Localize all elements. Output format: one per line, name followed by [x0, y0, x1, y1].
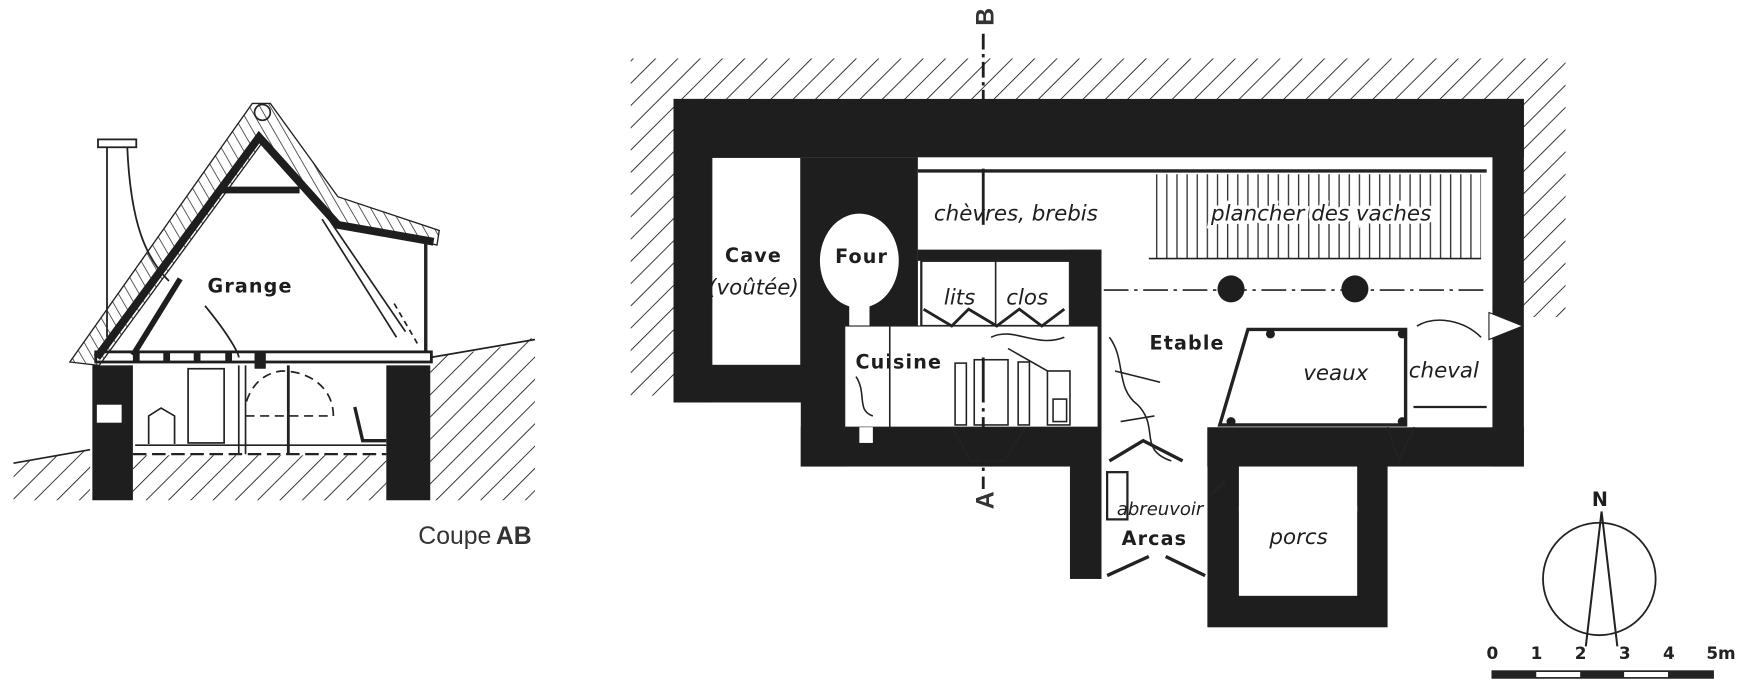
scale-bar: 0 1 2 3 4 5m [1486, 643, 1736, 679]
label-veaux: veaux [1303, 361, 1368, 386]
label-cave: Cave [725, 244, 782, 267]
columns [1217, 275, 1407, 427]
label-porcs: porcs [1268, 525, 1327, 550]
caption-bold: AB [496, 523, 532, 550]
label-four: Four [835, 245, 888, 268]
terrain-hatch [630, 58, 1566, 396]
north-arrow-icon [1584, 511, 1619, 647]
scale-tick-label: 1 [1531, 643, 1543, 663]
caption-prefix: Coupe [418, 523, 491, 550]
compass-north-label: N [1592, 488, 1609, 511]
label-lits: lits [944, 286, 975, 311]
floor-plan: B A Cave (voûtée) Four lits clos Cuisine… [630, 8, 1566, 628]
ground-hatch [13, 337, 536, 501]
section-ab: Grange Coupe AB [13, 102, 536, 550]
label-clos: clos [1006, 286, 1048, 311]
scale-tick-label: 2 [1575, 643, 1587, 663]
section-marker-b: B [972, 8, 999, 26]
label-etable: Etable [1150, 332, 1225, 355]
section-interior [135, 365, 387, 455]
roof [68, 102, 441, 367]
grange-label: Grange [207, 274, 292, 297]
room-labels: Cave (voûtée) Four lits clos Cuisine chè… [708, 198, 1479, 550]
label-plancher-des-vaches: plancher des vaches [1210, 201, 1431, 226]
scale-tick-label: 4 [1663, 643, 1675, 663]
scale-tick-label: 5m [1706, 643, 1735, 663]
label-chevres-brebis: chèvres, brebis [934, 201, 1098, 226]
scale-tick-label: 3 [1619, 643, 1631, 663]
entrance-arrow-icon [1488, 311, 1525, 341]
section-marker-a: A [972, 491, 999, 509]
plan-details [855, 169, 1487, 578]
label-arcas: Arcas [1122, 527, 1187, 550]
scale-tick-label: 0 [1486, 643, 1498, 663]
label-cheval: cheval [1409, 359, 1479, 384]
compass-circle [1542, 521, 1657, 637]
north-compass: N [1542, 488, 1657, 647]
label-abreuvoir: abreuvoir [1117, 499, 1205, 520]
label-cuisine: Cuisine [855, 351, 942, 374]
section-caption: Coupe AB [418, 523, 531, 550]
label-cave-voutee: (voûtée) [708, 276, 799, 301]
